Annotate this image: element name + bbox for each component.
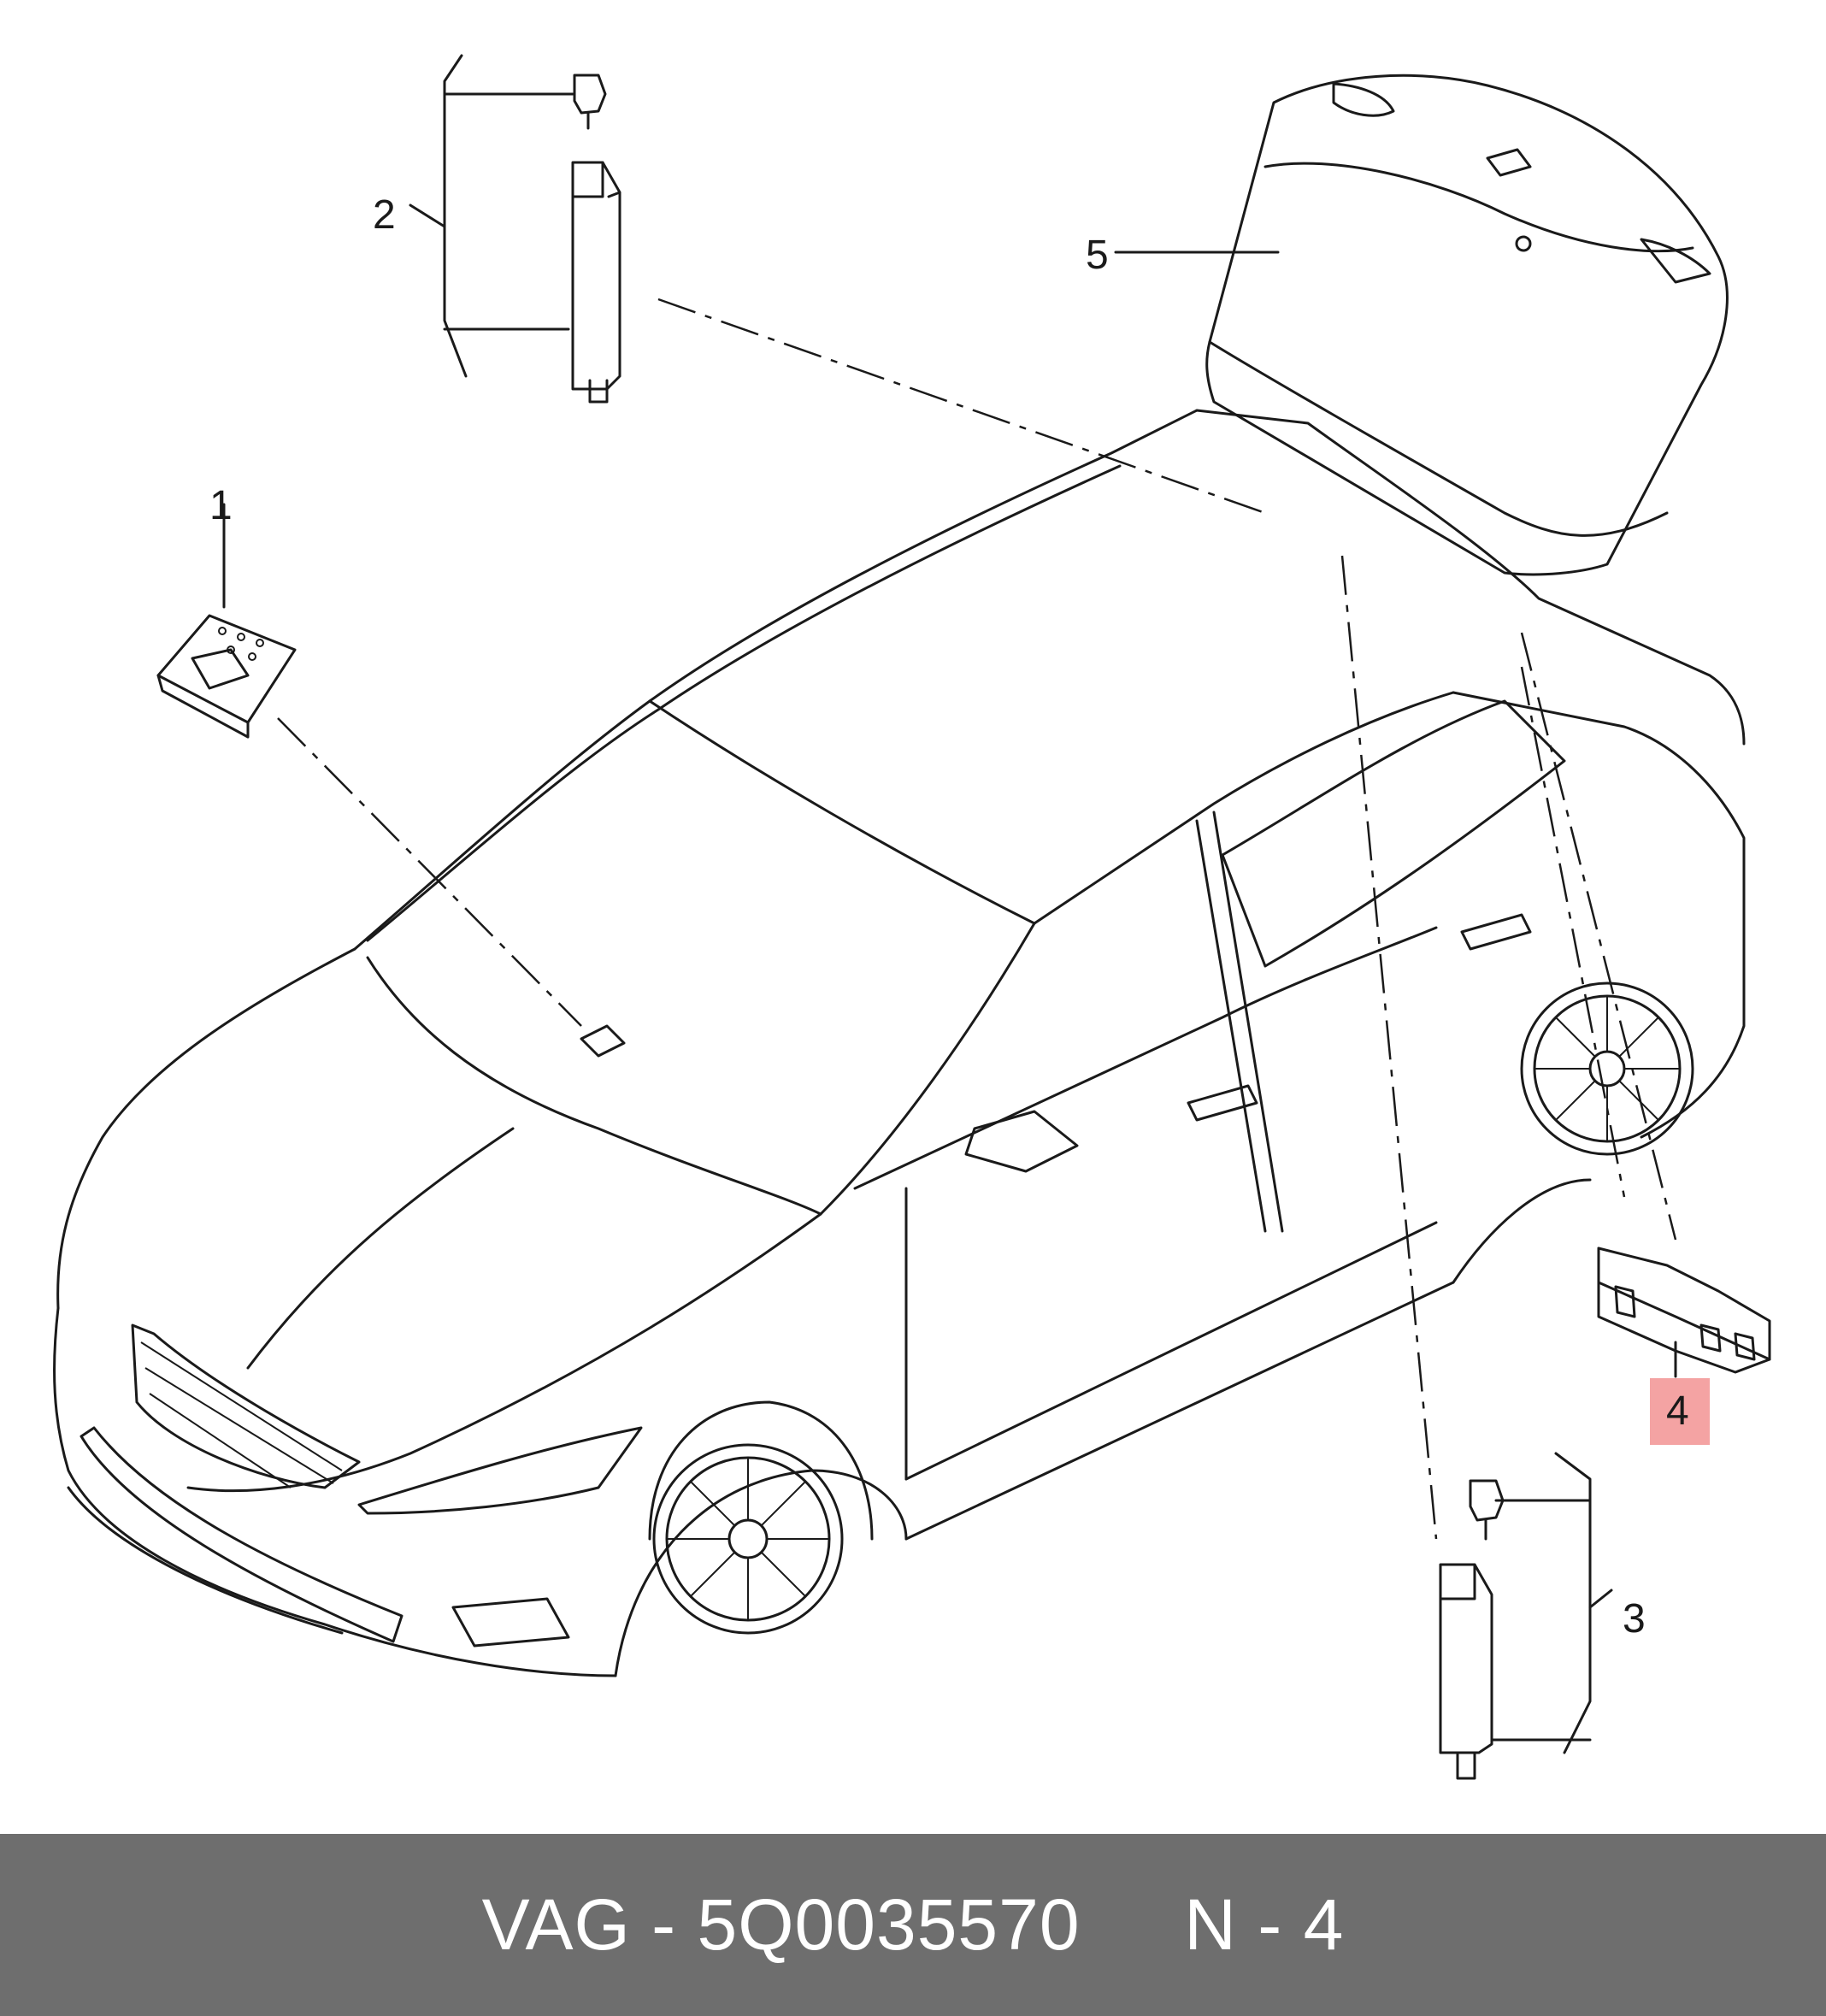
- footer-position-label: N - 4: [1184, 1884, 1345, 1965]
- footer-separator: -: [630, 1884, 698, 1965]
- footer-brand: VAG: [481, 1884, 631, 1965]
- front-wheel: [648, 1400, 874, 1635]
- callout-5: 5: [1086, 233, 1109, 278]
- leader-lines: [277, 298, 1677, 1540]
- part-4-sensor: [1597, 1247, 1771, 1378]
- callout-4-highlight: [1650, 1378, 1710, 1445]
- footer-part-number: 5Q0035570: [697, 1884, 1081, 1965]
- part-2-antenna-amplifier: [409, 54, 621, 404]
- rear-wheel: [1520, 981, 1694, 1156]
- car-outline: [53, 409, 1746, 1677]
- parts-diagram: [53, 54, 1771, 1780]
- part-1-control-module: [156, 503, 297, 739]
- part-3-antenna-amplifier: [1439, 1452, 1613, 1780]
- callout-3: 3: [1623, 1596, 1646, 1642]
- footer-bar: [0, 1834, 1826, 2016]
- callout-4: 4: [1666, 1388, 1689, 1434]
- callout-1: 1: [209, 483, 233, 528]
- footer-gap: [1081, 1883, 1185, 1966]
- callout-2: 2: [373, 192, 396, 238]
- footer-caption: VAG - 5Q0035570 N - 4: [0, 1834, 1826, 2016]
- part-5-rear-lid: [1114, 74, 1729, 576]
